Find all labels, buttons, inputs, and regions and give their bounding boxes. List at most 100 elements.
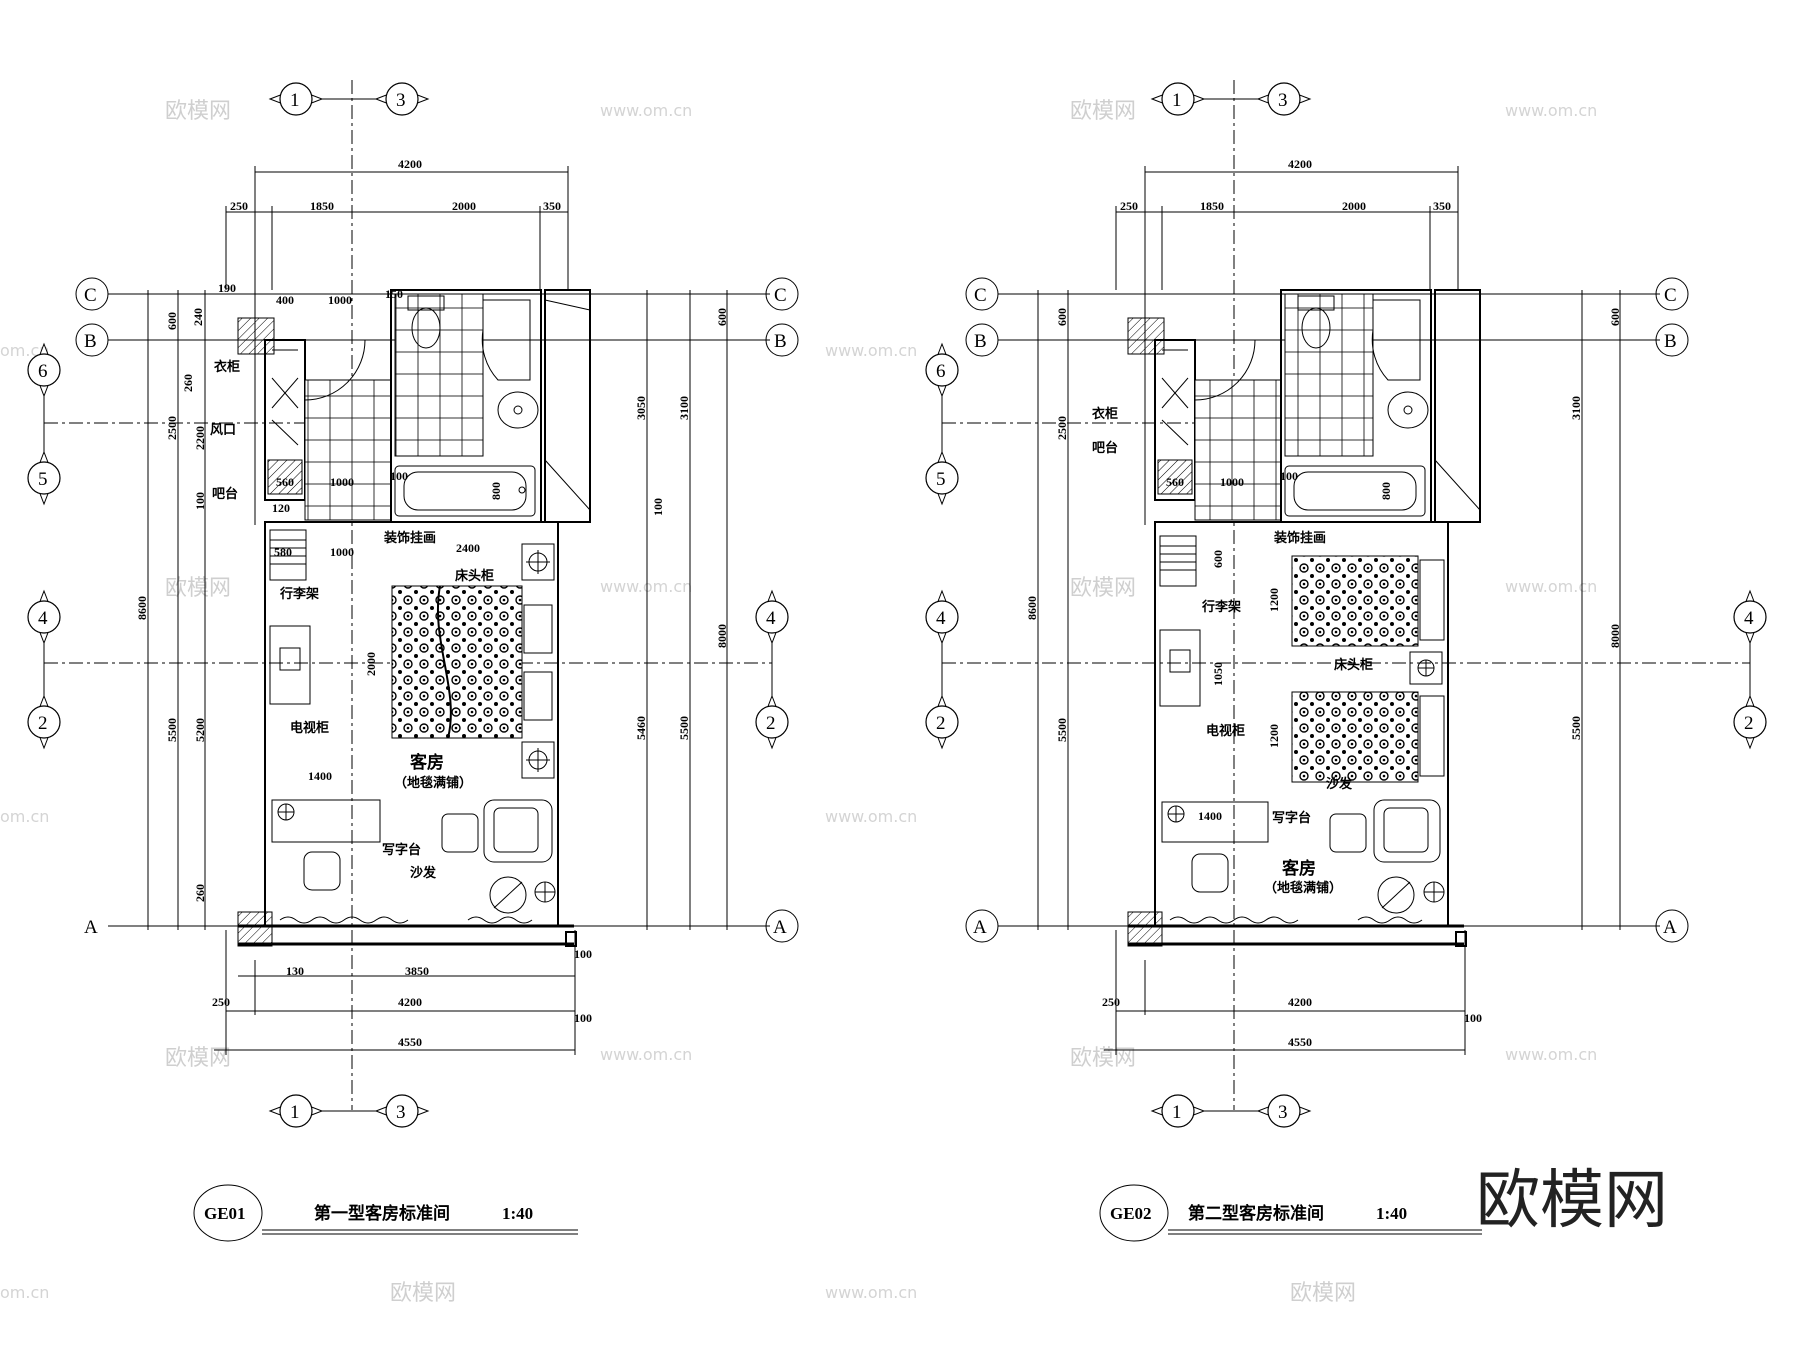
label-bar: 吧台 xyxy=(212,486,238,501)
dim-mid-1000: 1000 xyxy=(1220,475,1244,489)
svg-text:2: 2 xyxy=(1744,713,1754,734)
dim-v-2500: 2500 xyxy=(165,416,179,440)
label-vent: 风口 xyxy=(210,422,236,437)
svg-text:1: 1 xyxy=(290,1102,300,1123)
dim-b-100: 100 xyxy=(1464,1011,1482,1025)
dim-w-2400: 2400 xyxy=(456,541,480,555)
plan-title: 第一型客房标准间 xyxy=(314,1203,450,1223)
axis-bubble-3: 3 xyxy=(375,82,429,116)
axis-bubble-2: 2 xyxy=(1733,695,1767,749)
plan-scale: 1:40 xyxy=(1376,1204,1407,1223)
watermark-url: www.om.cn xyxy=(825,1283,917,1302)
dim-v-5500: 5500 xyxy=(165,718,179,742)
dim-r-600: 600 xyxy=(1608,308,1622,326)
svg-text:5: 5 xyxy=(936,469,946,490)
svg-text:B: B xyxy=(974,331,987,352)
dim-mid-800: 800 xyxy=(1379,482,1393,500)
dim-top-250: 250 xyxy=(230,199,248,213)
room-sub: （地毯满铺） xyxy=(394,775,472,790)
label-luggage: 行李架 xyxy=(1201,599,1241,614)
plan-code: GE01 xyxy=(204,1204,246,1223)
svg-text:1: 1 xyxy=(1172,90,1182,111)
watermark-url: www.om.cn xyxy=(1505,577,1597,596)
dim-r-5460: 5460 xyxy=(634,716,648,740)
svg-text:C: C xyxy=(774,285,787,306)
svg-text:B: B xyxy=(774,331,787,352)
label-sofa: 沙发 xyxy=(1326,776,1353,791)
dim-r-3100: 3100 xyxy=(677,396,691,420)
label-deco: 装饰挂画 xyxy=(1273,530,1326,545)
dim-b-130: 130 xyxy=(286,964,304,978)
dim-row-1000: 1000 xyxy=(328,293,352,307)
svg-text:3: 3 xyxy=(396,1102,406,1123)
dim-row-150: 150 xyxy=(385,287,403,301)
dim-r-600: 600 xyxy=(715,308,729,326)
dim-top-250: 250 xyxy=(1120,199,1138,213)
plan-scale: 1:40 xyxy=(502,1204,533,1223)
watermark-text: 欧模网 xyxy=(1070,576,1136,601)
dim-mid-1000: 1000 xyxy=(330,475,354,489)
dim-r-5500: 5500 xyxy=(677,716,691,740)
dim-v-2200: 2200 xyxy=(193,426,207,450)
dim-v-240: 240 xyxy=(191,308,205,326)
watermark-text: 欧模网 xyxy=(390,1281,456,1306)
dim-b-250: 250 xyxy=(1102,995,1120,1009)
svg-text:C: C xyxy=(84,285,97,306)
dim-lug-1000: 1000 xyxy=(330,545,354,559)
label-deco: 装饰挂画 xyxy=(383,530,436,545)
dim-v-8600: 8600 xyxy=(1025,596,1039,620)
axis-label-a: A xyxy=(84,917,98,938)
axis-bubble-6: 6 xyxy=(925,343,959,397)
dim-desk-1400: 1400 xyxy=(308,769,332,783)
dim-v-260b: 260 xyxy=(193,884,207,902)
axis-bubble-c: C xyxy=(1655,277,1689,311)
dim-top-1850: 1850 xyxy=(1200,199,1224,213)
axis-bubble-c: C xyxy=(965,277,999,311)
watermark-url: www.om.cn xyxy=(600,577,692,596)
label-sofa: 沙发 xyxy=(410,865,437,880)
dim-b-4200: 4200 xyxy=(1288,995,1312,1009)
dim-lug-580: 580 xyxy=(274,545,292,559)
svg-text:C: C xyxy=(1664,285,1677,306)
room-name: 客房 xyxy=(1281,858,1316,878)
axis-bubble-1: 1 xyxy=(269,1094,323,1128)
dim-bar-560: 560 xyxy=(276,475,294,489)
axis-bubble-4: 4 xyxy=(27,590,61,644)
dim-top-total: 4200 xyxy=(1288,157,1312,171)
dim-bed-2000: 2000 xyxy=(364,652,378,676)
label-tv: 电视柜 xyxy=(290,720,329,735)
axis-bubble-b: B xyxy=(765,323,799,357)
svg-text:A: A xyxy=(773,917,787,938)
watermark-url: www.om.cn xyxy=(825,341,917,360)
dim-row-400: 400 xyxy=(276,293,294,307)
label-desk: 写字台 xyxy=(1272,810,1311,825)
watermark-text: 欧模网 xyxy=(165,99,231,124)
label-luggage: 行李架 xyxy=(279,586,319,601)
watermark-url: www.om.cn xyxy=(600,101,692,120)
dim-v-5200: 5200 xyxy=(193,718,207,742)
plan-title: 第二型客房标准间 xyxy=(1188,1203,1324,1223)
dim-bed-1200b: 1200 xyxy=(1267,724,1281,748)
axis-bubble-3: 3 xyxy=(1257,1094,1311,1128)
room-sub: （地毯满铺） xyxy=(1264,880,1342,895)
dim-b-4200: 4200 xyxy=(398,995,422,1009)
svg-text:A: A xyxy=(1663,917,1677,938)
dim-v-600: 600 xyxy=(1055,308,1069,326)
plan-ge02: 1 3 1 3 4200 250 1850 2000 350 C C B B 6… xyxy=(925,80,1767,1242)
svg-text:4: 4 xyxy=(936,608,946,629)
svg-text:3: 3 xyxy=(396,90,406,111)
dim-bar-120: 120 xyxy=(272,501,290,515)
svg-text:1: 1 xyxy=(1172,1102,1182,1123)
dim-b-4550: 4550 xyxy=(1288,1035,1312,1049)
watermark-text: 欧模网 xyxy=(1070,99,1136,124)
dim-b-100: 100 xyxy=(574,947,592,961)
label-bar: 吧台 xyxy=(1092,440,1118,455)
svg-text:B: B xyxy=(1664,331,1677,352)
axis-bubble-a: A xyxy=(765,909,799,943)
axis-bubble-4: 4 xyxy=(755,590,789,644)
dim-r-100: 100 xyxy=(651,498,665,516)
dim-mid-100: 100 xyxy=(390,469,408,483)
watermark-url: om.cn xyxy=(0,1283,49,1302)
svg-text:4: 4 xyxy=(1744,608,1754,629)
